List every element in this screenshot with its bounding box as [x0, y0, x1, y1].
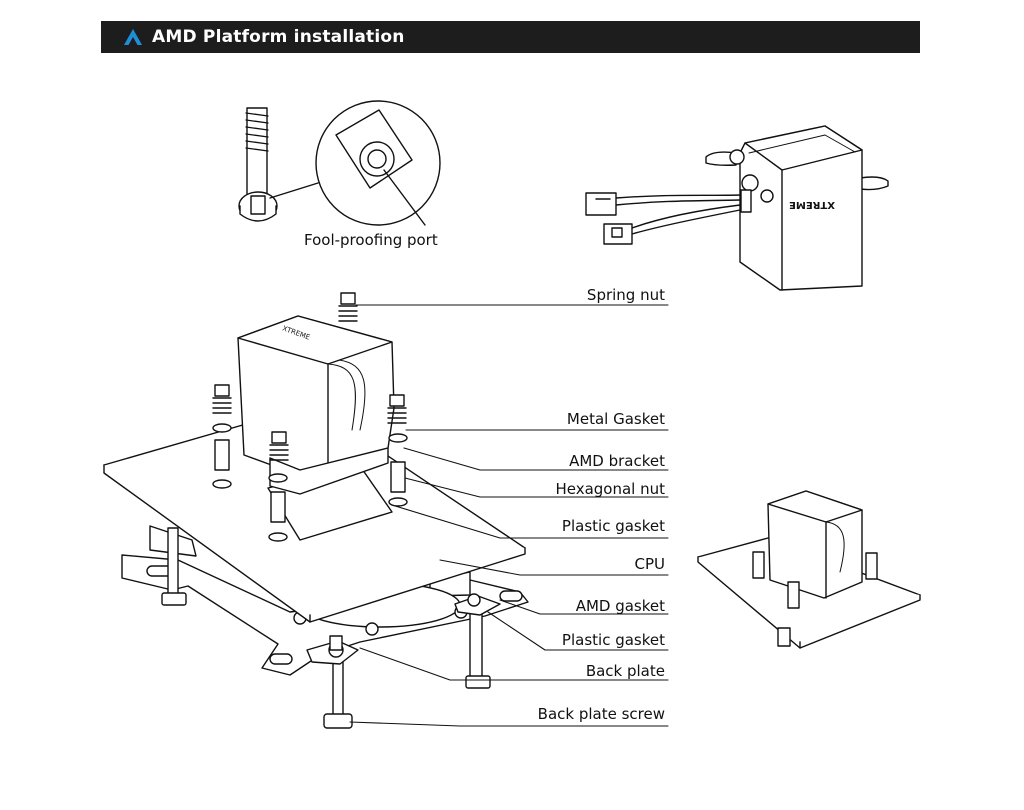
assembled-view-illustration [697, 490, 921, 649]
screw-detail-illustration [238, 100, 441, 226]
spring-nut-label: Spring nut [586, 286, 665, 304]
section-title: AMD Platform installation [152, 27, 405, 47]
cpu-label: CPU [634, 555, 666, 573]
plastic-gasket-top-label: Plastic gasket [561, 517, 665, 535]
back-plate-label: Back plate [585, 662, 665, 680]
plastic-gasket-bottom-label: Plastic gasket [561, 631, 665, 649]
exploded-assembly-illustration: XTREME [103, 292, 669, 729]
section-header-bar: AMD Platform installation [101, 21, 920, 53]
fool-proofing-port-label: Fool-proofing port [304, 231, 438, 249]
amd-gasket-label: AMD gasket [575, 597, 665, 615]
hexagonal-nut-label: Hexagonal nut [555, 480, 665, 498]
pump-with-brackets-illustration: XTREME [585, 125, 889, 291]
pump-brand-text: XTREME [789, 199, 835, 210]
amd-bracket-label: AMD bracket [569, 452, 665, 470]
chevron-a-icon [124, 29, 142, 45]
metal-gasket-label: Metal Gasket [566, 410, 665, 428]
back-plate-screw-label: Back plate screw [537, 705, 665, 723]
